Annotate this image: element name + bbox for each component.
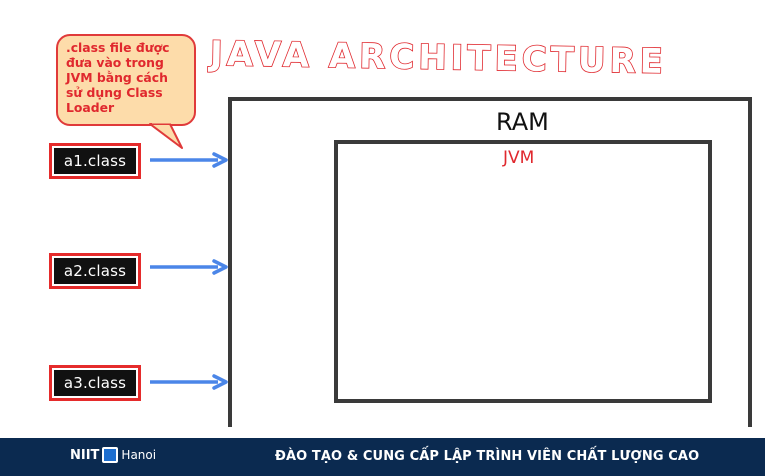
class-file-a2: a2.class: [49, 253, 141, 289]
logo-mark-icon: [102, 447, 119, 463]
jvm-label: JVM: [503, 148, 535, 168]
class-file-label: a3.class: [63, 374, 127, 392]
connector-layer: [149, 123, 228, 390]
niit-logo[interactable]: NIIT Hanoi: [70, 447, 156, 463]
arrow-a3: [150, 374, 228, 390]
ram-label: RAM: [496, 108, 549, 136]
class-file-label: a1.class: [63, 152, 127, 170]
callout-text: .class file được đưa vào trong JVM bằng …: [66, 40, 170, 115]
logo-brand: NIIT: [70, 447, 100, 463]
arrow-a2: [150, 259, 228, 275]
jvm-box: [334, 140, 712, 403]
arrow-a1: [150, 152, 228, 168]
ram-box: [228, 97, 752, 427]
class-file-label: a2.class: [63, 262, 127, 280]
diagram-canvas: JAVA ARCHITECTURE .class file được đưa v…: [49, 33, 752, 427]
logo-city: Hanoi: [121, 448, 157, 462]
class-file-a1: a1.class: [49, 143, 141, 179]
class-loader-callout: .class file được đưa vào trong JVM bằng …: [56, 34, 196, 126]
footer-slogan: ĐÀO TẠO & CUNG CẤP LẬP TRÌNH VIÊN CHẤT L…: [275, 449, 700, 464]
class-file-a3: a3.class: [49, 365, 141, 401]
callout-pointer: [149, 123, 183, 149]
footer-bar: NIIT Hanoi ĐÀO TẠO & CUNG CẤP LẬP TRÌNH …: [0, 438, 765, 476]
